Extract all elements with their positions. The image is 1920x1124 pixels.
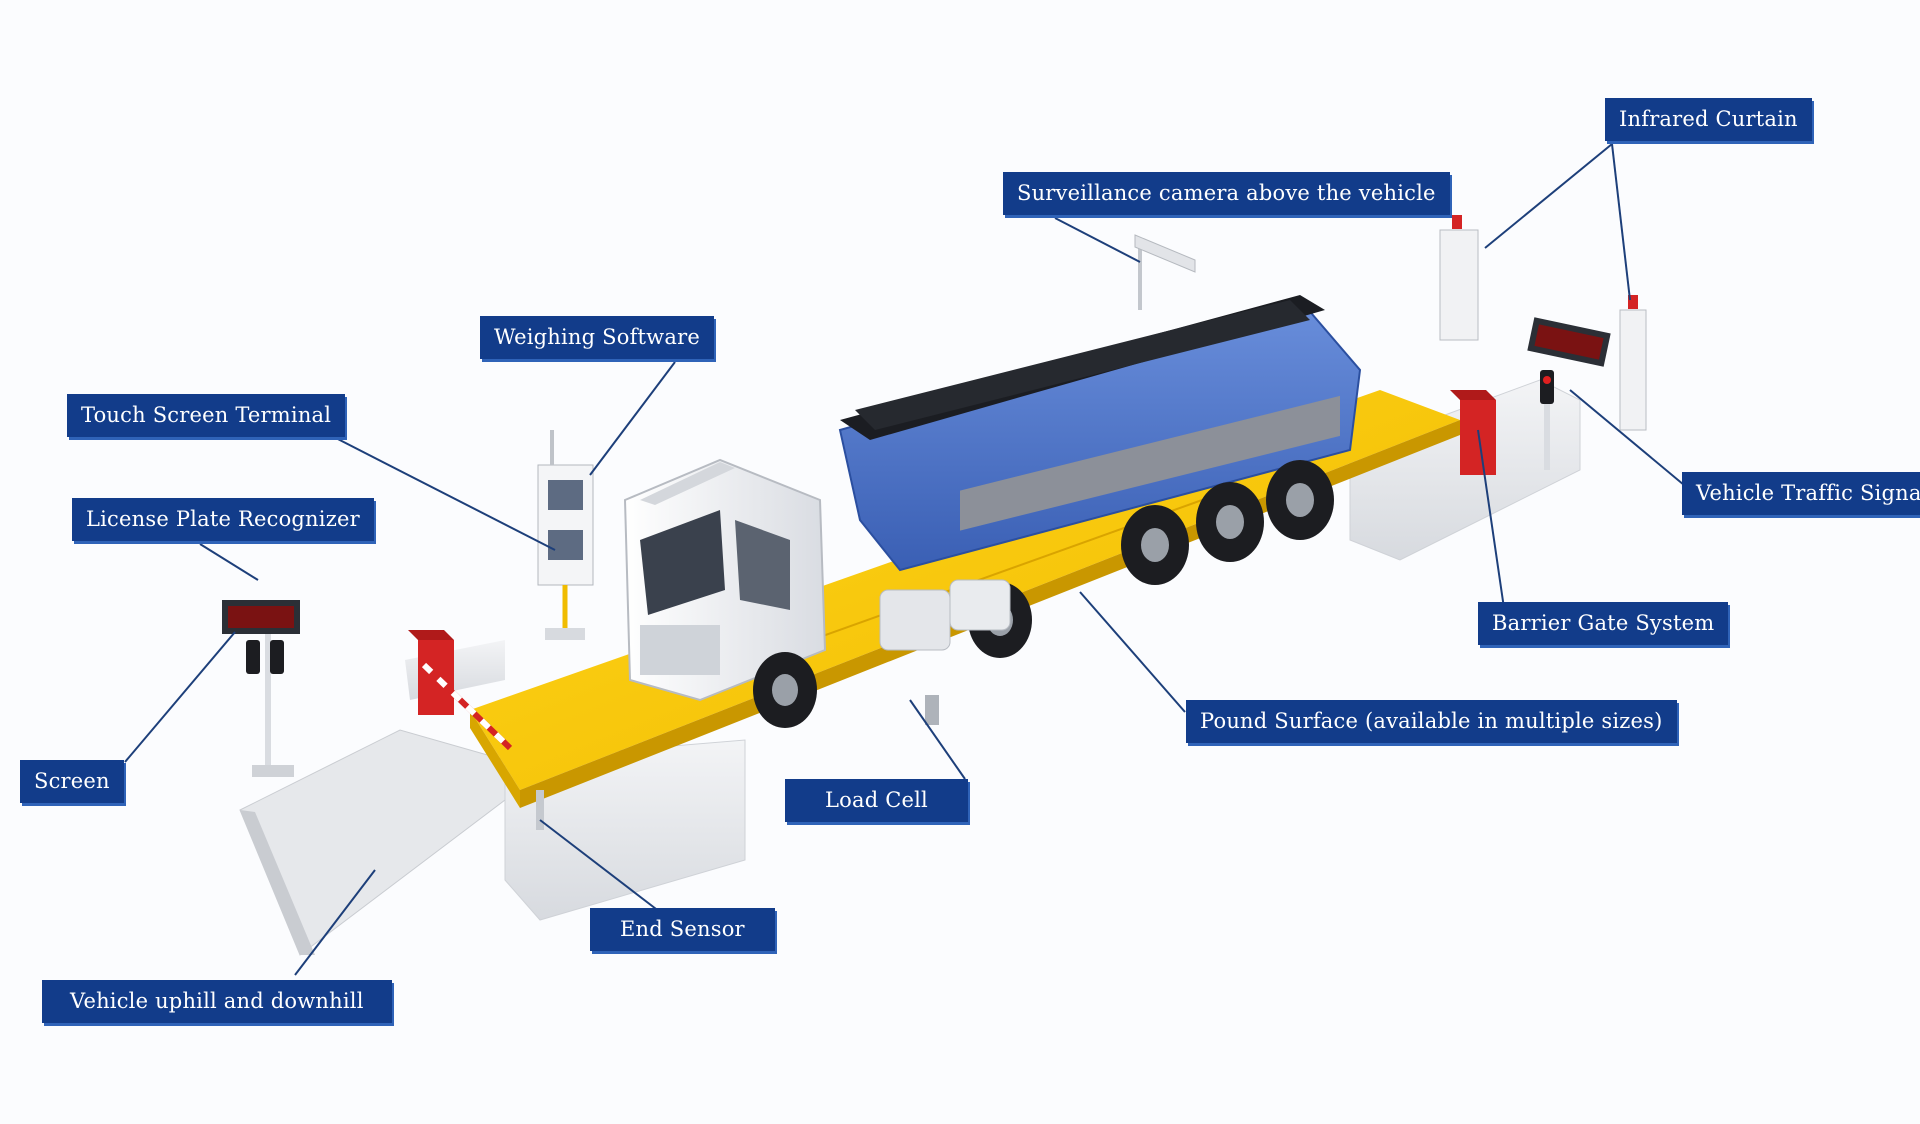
vehicle-ramp — [239, 729, 506, 956]
label-touch-screen-terminal: Touch Screen Terminal — [67, 394, 346, 437]
leader-lines — [124, 143, 1691, 976]
label-weighing-software: Weighing Software — [480, 316, 714, 359]
barrier-gate-icon — [408, 390, 1496, 751]
truck-illustration — [623, 295, 1362, 728]
label-pound-surface: Pound Surface (available in multiple siz… — [1186, 700, 1677, 743]
label-end-sensor: End Sensor — [590, 908, 775, 951]
label-infrared-curtain: Infrared Curtain — [1605, 98, 1812, 141]
label-load-cell: Load Cell — [785, 779, 968, 822]
label-license-plate-recognizer: License Plate Recognizer — [72, 498, 374, 541]
end-sensor — [536, 790, 544, 830]
traffic-light-icon — [246, 370, 1554, 674]
label-surveillance-camera: Surveillance camera above the vehicle — [1003, 172, 1450, 215]
load-cell — [925, 695, 939, 725]
infrared-curtain-posts — [1439, 215, 1647, 431]
label-barrier-gate-system: Barrier Gate System — [1478, 602, 1729, 645]
label-vehicle-traffic-signal: Vehicle Traffic Signal — [1682, 472, 1920, 515]
led-display-icon — [222, 317, 1611, 777]
camera-pole-icon — [1134, 234, 1196, 310]
label-vehicle-ramp: Vehicle uphill and downhill — [42, 980, 392, 1023]
terminal-kiosk-icon — [537, 430, 594, 640]
label-screen: Screen — [20, 760, 124, 803]
